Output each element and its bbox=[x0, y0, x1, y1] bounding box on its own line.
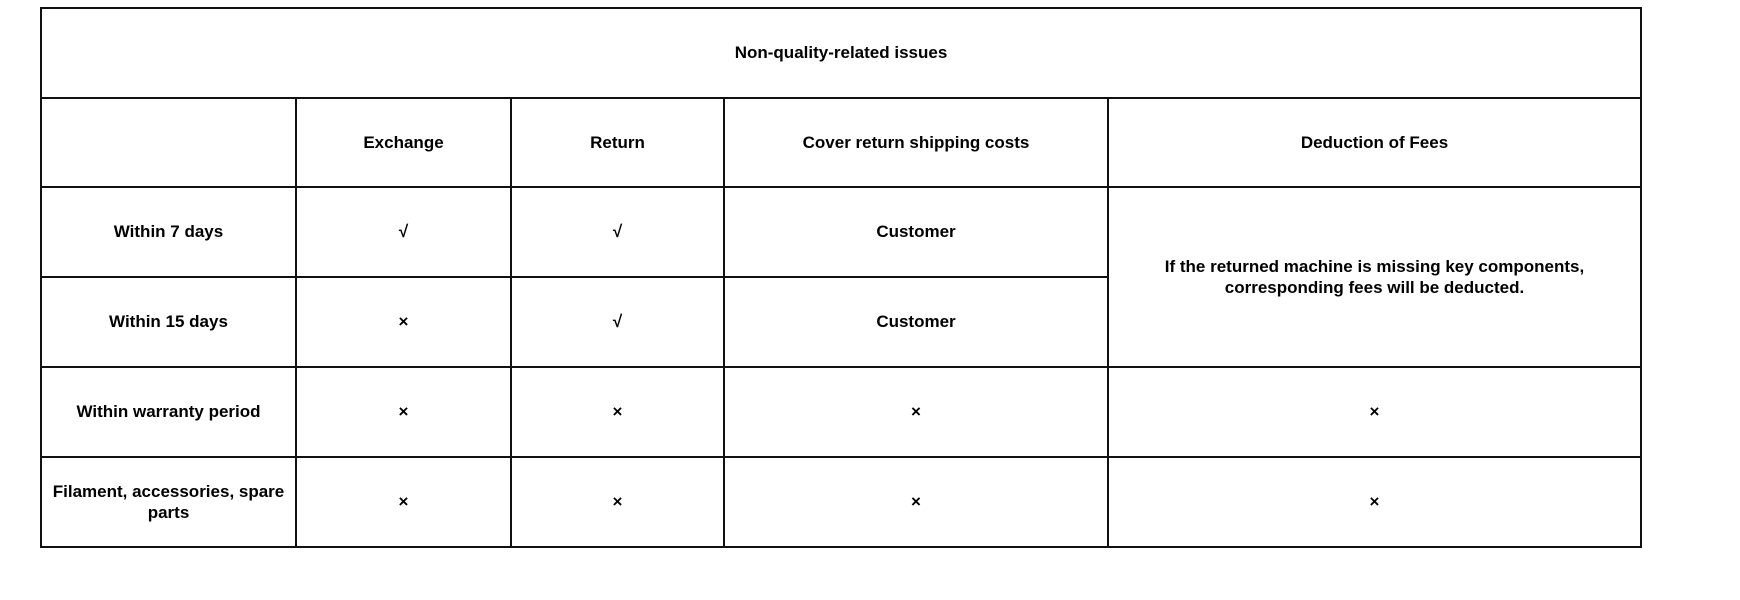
cell-within-15-days-shipping: Customer bbox=[723, 276, 1109, 368]
column-header-exchange: Exchange bbox=[295, 97, 512, 188]
cell-filament-shipping: × bbox=[723, 456, 1109, 548]
table-header-row: Exchange Return Cover return shipping co… bbox=[40, 97, 1642, 188]
cell-filament-fees: × bbox=[1107, 456, 1642, 548]
header-corner-cell bbox=[40, 97, 297, 188]
cell-within-7-days-shipping: Customer bbox=[723, 186, 1109, 278]
return-policy-table: Non-quality-related issues Exchange Retu… bbox=[40, 7, 1642, 548]
table-banner-title: Non-quality-related issues bbox=[40, 7, 1642, 99]
row-label-filament-accessories-spare-parts: Filament, accessories, spare parts bbox=[40, 456, 297, 548]
cell-within-15-days-exchange: × bbox=[295, 276, 512, 368]
cell-within-warranty-period-return: × bbox=[510, 366, 725, 458]
row-label-within-15-days: Within 15 days bbox=[40, 276, 297, 368]
cell-deduction-of-fees-note: If the returned machine is missing key c… bbox=[1107, 186, 1642, 368]
cell-within-warranty-period-shipping: × bbox=[723, 366, 1109, 458]
row-label-within-warranty-period: Within warranty period bbox=[40, 366, 297, 458]
column-header-deduction-of-fees: Deduction of Fees bbox=[1107, 97, 1642, 188]
table-row: Within 7 days √ √ Customer If the return… bbox=[40, 186, 1642, 368]
cell-within-warranty-period-fees: × bbox=[1107, 366, 1642, 458]
table-banner-row: Non-quality-related issues bbox=[40, 7, 1642, 99]
column-header-shipping: Cover return shipping costs bbox=[723, 97, 1109, 188]
cell-within-15-days-return: √ bbox=[510, 276, 725, 368]
cell-within-warranty-period-exchange: × bbox=[295, 366, 512, 458]
cell-filament-return: × bbox=[510, 456, 725, 548]
table-row: Within 15 days × √ Customer bbox=[40, 276, 1641, 368]
column-header-return: Return bbox=[510, 97, 725, 188]
table-row: Filament, accessories, spare parts × × ×… bbox=[40, 456, 1642, 548]
table-row: Within warranty period × × × × bbox=[40, 366, 1642, 458]
cell-within-7-days-return: √ bbox=[510, 186, 725, 278]
row-label-within-7-days: Within 7 days bbox=[40, 186, 297, 278]
cell-within-7-days-exchange: √ bbox=[295, 186, 512, 278]
cell-filament-exchange: × bbox=[295, 456, 512, 548]
